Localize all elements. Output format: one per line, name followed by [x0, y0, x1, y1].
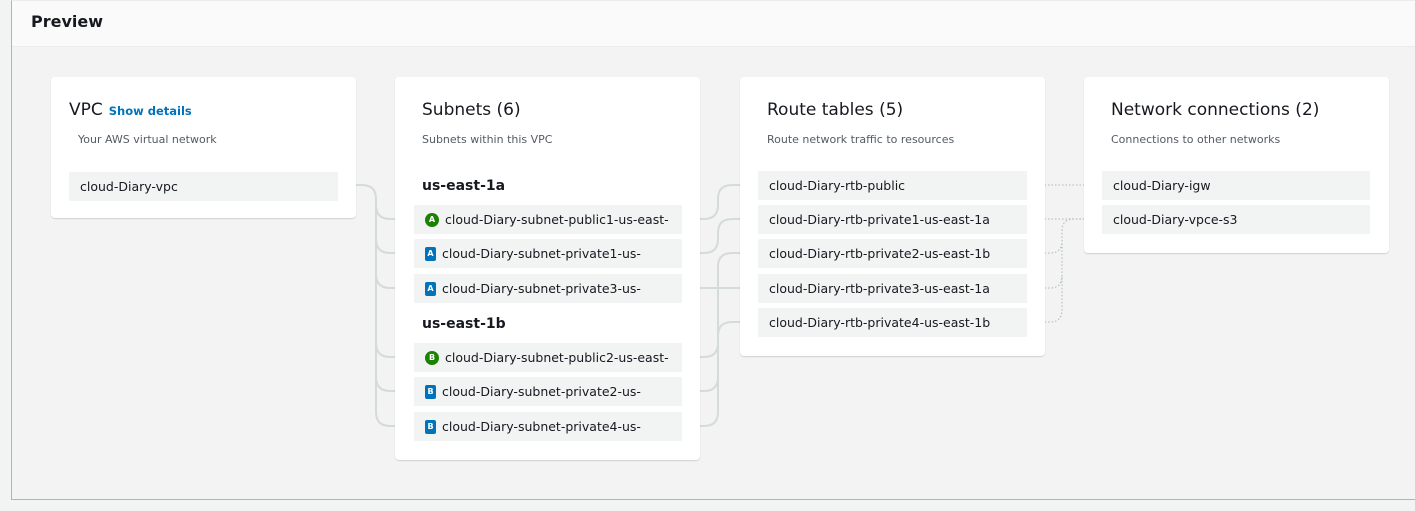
subnets-title: Subnets (6): [422, 100, 521, 120]
subnet-label: cloud-Diary-subnet-private3-us-: [442, 281, 641, 296]
route-table-item[interactable]: cloud-Diary-rtb-private1-us-east-1a: [758, 205, 1027, 234]
subnet-az-badge-icon: B: [425, 350, 439, 365]
subnet-label: cloud-Diary-subnet-public2-us-east-: [445, 350, 669, 365]
vpc-card: VPC Show details Your AWS virtual network…: [51, 77, 356, 218]
az-label-us-east-1b: us-east-1b: [422, 316, 506, 332]
preview-title: Preview: [31, 12, 104, 31]
route-table-item[interactable]: cloud-Diary-rtb-private2-us-east-1b: [758, 239, 1027, 268]
subnets-subtitle: Subnets within this VPC: [422, 133, 553, 146]
network-connections-subtitle: Connections to other networks: [1111, 133, 1281, 146]
network-connection-item[interactable]: cloud-Diary-igw: [1102, 171, 1370, 200]
preview-header: Preview: [12, 1, 1415, 47]
route-tables-subtitle: Route network traffic to resources: [767, 133, 955, 146]
subnet-az-badge-icon: A: [425, 212, 439, 227]
subnet-label: cloud-Diary-subnet-private4-us-: [442, 419, 641, 434]
subnet-az-badge-icon: B: [425, 419, 436, 434]
vpc-subnet-connector: [338, 184, 414, 427]
rtb-vpce-connector: [1027, 241, 1063, 289]
vpc-subnet-connector: [375, 204, 414, 220]
vpc-subtitle: Your AWS virtual network: [78, 133, 217, 146]
subnet-rtb-connector: [682, 184, 758, 220]
subnet-az-badge-icon: A: [425, 281, 436, 296]
vpc-subnet-connector: [375, 238, 414, 254]
vpc-item[interactable]: cloud-Diary-vpc: [69, 172, 338, 201]
route-table-item[interactable]: cloud-Diary-rtb-private3-us-east-1a: [758, 274, 1027, 303]
route-tables-title: Route tables (5): [767, 100, 904, 120]
subnet-az-badge-icon: B: [425, 384, 436, 399]
vpc-title: VPC Show details: [69, 100, 192, 120]
az-label-us-east-1a: us-east-1a: [422, 178, 506, 194]
vpc-title-text: VPC: [69, 100, 103, 120]
vpc-subnet-connector: [375, 376, 414, 392]
subnet-rtb-connector: [682, 336, 719, 427]
network-connections-card: Network connections (2) Connections to o…: [1084, 77, 1389, 253]
rtb-vpce-connector: [1027, 218, 1102, 254]
network-connection-item[interactable]: cloud-Diary-vpce-s3: [1102, 205, 1370, 234]
vpc-subnet-connector: [375, 273, 414, 289]
subnet-rtb-connector: [682, 218, 758, 254]
subnet-label: cloud-Diary-subnet-private1-us-: [442, 246, 641, 261]
subnet-rtb-connector: [682, 252, 758, 358]
subnets-card: Subnets (6) Subnets within this VPC us-e…: [395, 77, 700, 460]
subnet-label: cloud-Diary-subnet-public1-us-east-: [445, 212, 669, 227]
rtb-vpce-connector: [1027, 276, 1063, 323]
route-table-item[interactable]: cloud-Diary-rtb-public: [758, 171, 1027, 200]
vpc-subnet-connector: [375, 342, 414, 358]
route-table-item[interactable]: cloud-Diary-rtb-private4-us-east-1b: [758, 308, 1027, 337]
show-details-link[interactable]: Show details: [108, 104, 192, 118]
route-tables-card: Route tables (5) Route network traffic t…: [740, 77, 1045, 356]
network-connections-title: Network connections (2): [1111, 100, 1320, 120]
subnet-label: cloud-Diary-subnet-private2-us-: [442, 384, 641, 399]
subnet-az-badge-icon: A: [425, 246, 436, 261]
